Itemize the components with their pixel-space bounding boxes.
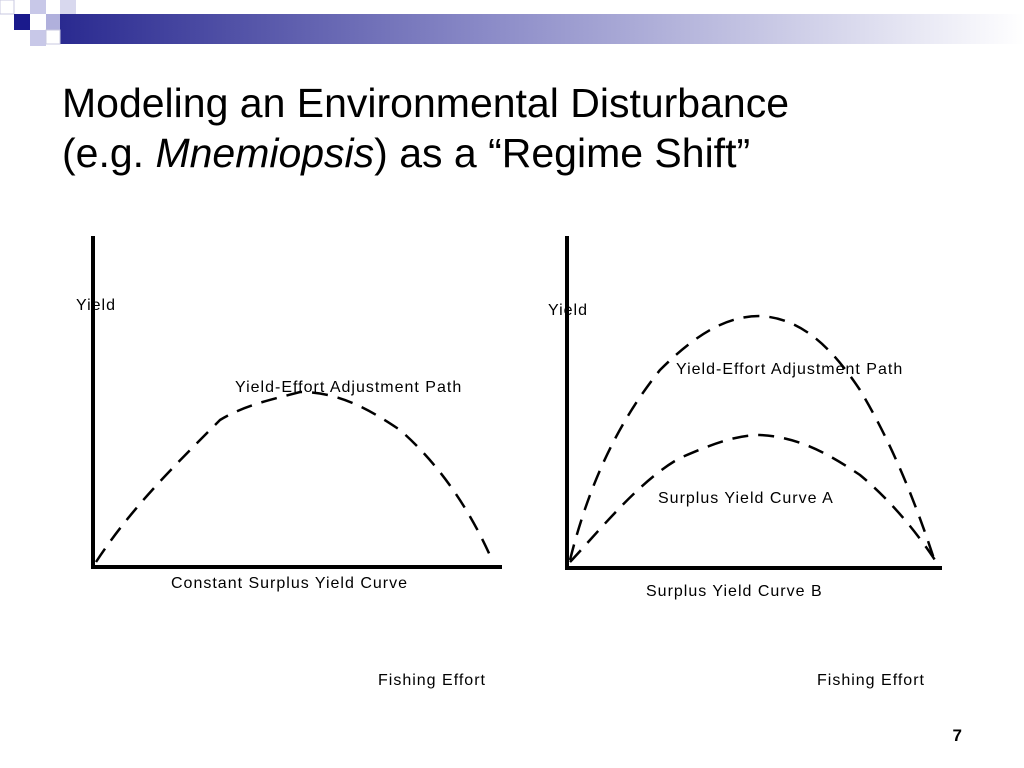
mosaic-square: [45, 29, 61, 45]
right-surplus-yield-curve-a: [569, 433, 937, 563]
right-panel: Yield Yield-Effort Adjustment Path Surpl…: [548, 236, 942, 689]
right-yield-effort-path: [568, 314, 937, 563]
mosaic-square: [14, 14, 30, 30]
title-line-2-italic: Mnemiopsis: [155, 130, 375, 176]
header-gradient-bar: [60, 14, 1024, 44]
mosaic-square: [60, 0, 76, 14]
right-curve-b-label: Surplus Yield Curve B: [646, 583, 823, 600]
page-number: 7: [952, 726, 962, 745]
right-x-axis-label: Fishing Effort: [817, 672, 925, 689]
left-y-axis-label: Yield: [76, 297, 116, 314]
mosaic-square: [30, 30, 46, 46]
left-panel: Yield Yield-Effort Adjustment Path Const…: [76, 236, 502, 689]
mosaic-square: [30, 0, 46, 14]
mosaic-square: [0, 0, 15, 15]
right-curve-a-label: Surplus Yield Curve A: [658, 490, 834, 507]
right-path-label: Yield-Effort Adjustment Path: [676, 361, 903, 378]
left-curve-label: Constant Surplus Yield Curve: [171, 575, 408, 592]
right-y-axis-label: Yield: [548, 302, 588, 319]
title-line-2-prefix: (e.g.: [62, 130, 156, 176]
title-line-1: Modeling an Environmental Disturbance: [62, 80, 790, 126]
left-path-label: Yield-Effort Adjustment Path: [235, 379, 462, 396]
slide-title: Modeling an Environmental Disturbance (e…: [62, 78, 962, 178]
left-yield-effort-path: [94, 390, 494, 563]
mosaic-square: [46, 14, 60, 30]
left-x-axis-label: Fishing Effort: [378, 672, 486, 689]
title-line-2-suffix: ) as a “Regime Shift”: [374, 130, 751, 176]
header-decoration: [0, 0, 1024, 46]
